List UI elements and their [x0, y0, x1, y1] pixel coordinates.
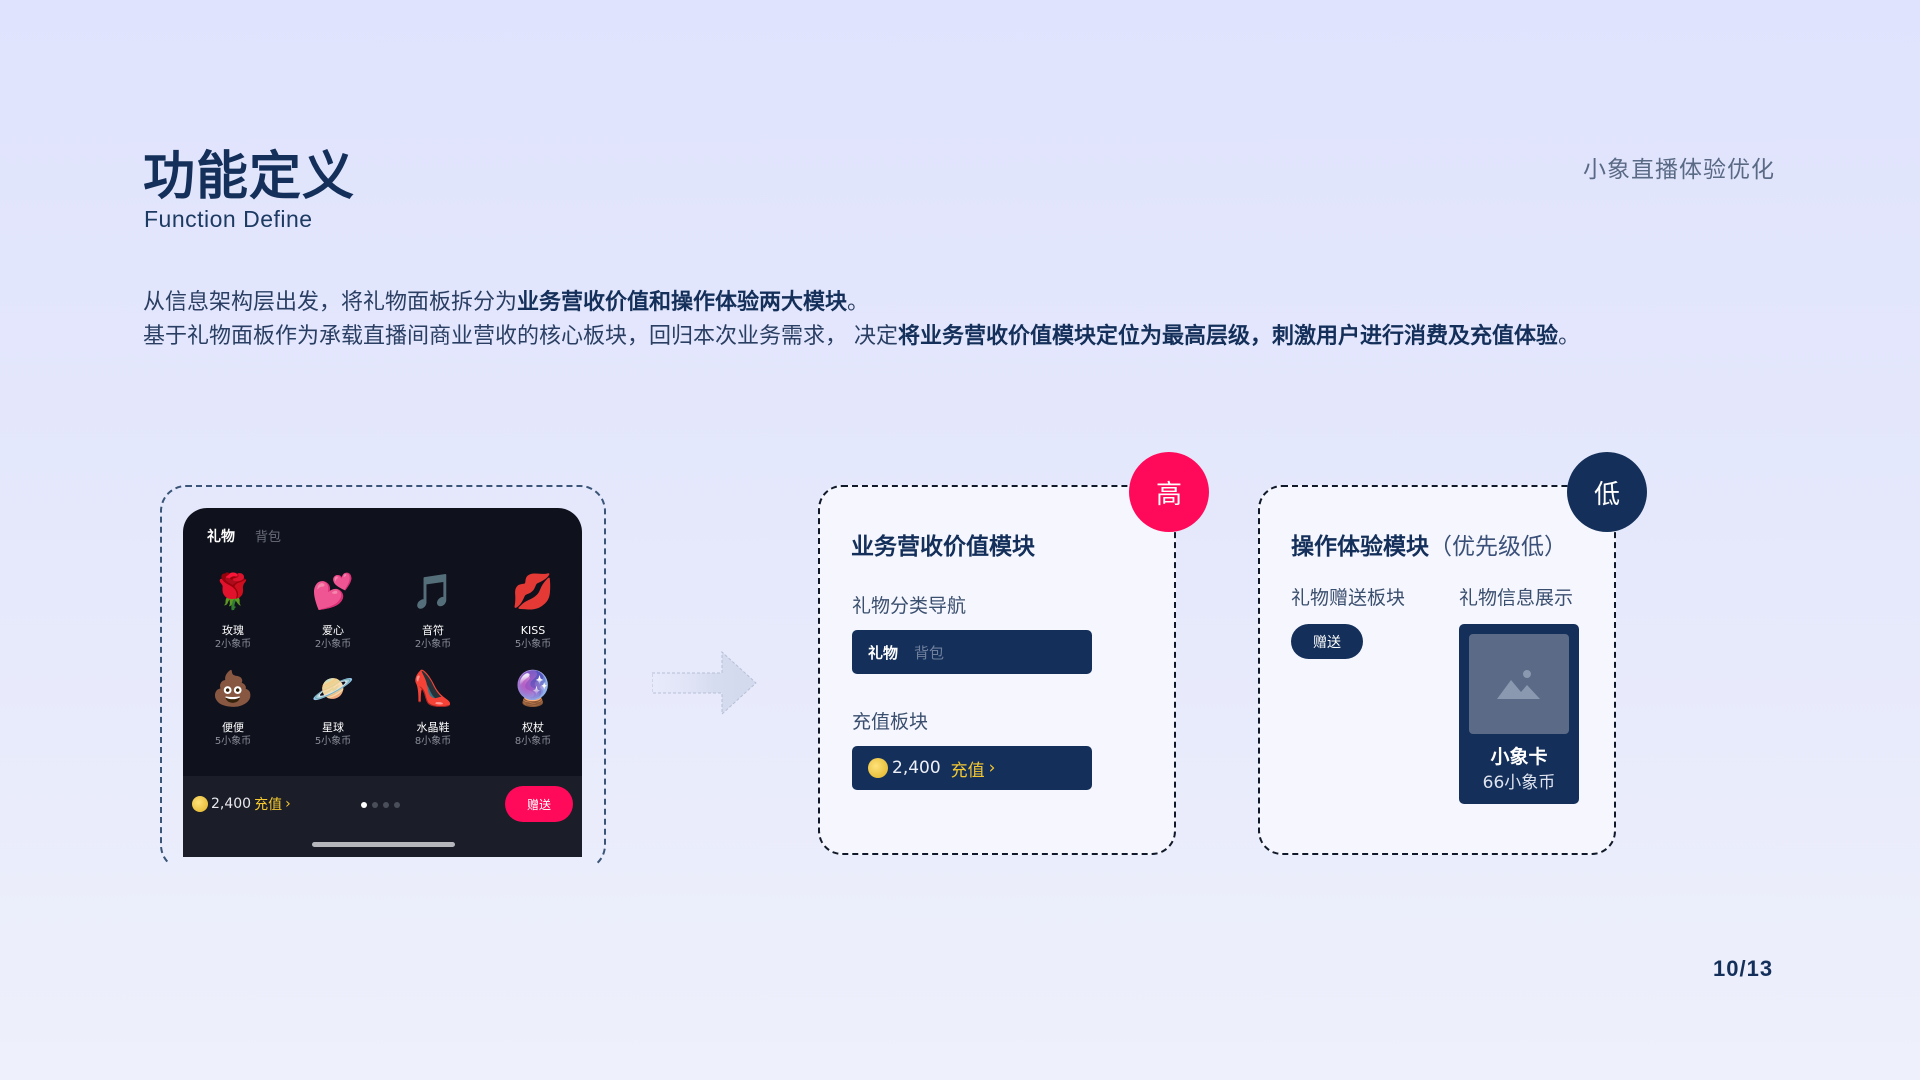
gift-name: 星球	[322, 721, 344, 734]
nav-tab-gift[interactable]: 礼物	[868, 643, 899, 662]
coin-icon	[868, 758, 888, 778]
planet-icon: 🪐	[311, 669, 355, 709]
intro-line1-end: 。	[847, 290, 870, 315]
gift-info-name: 小象卡	[1490, 746, 1548, 768]
gift-price: 5小象币	[314, 736, 352, 747]
tab-gift[interactable]: 礼物	[207, 529, 235, 545]
page-indicator	[361, 802, 400, 808]
gift-item-hearts[interactable]: 💕 爱心 2小象币	[283, 568, 383, 651]
gift-price: 8小象币	[414, 736, 452, 747]
intro-line1-text: 从信息架构层出发，将礼物面板拆分为	[143, 290, 518, 315]
hearts-icon: 💕	[311, 572, 355, 612]
page-dot[interactable]	[394, 802, 400, 808]
operation-module-card: 操作体验模块（优先级低） 礼物赠送板块 赠送 礼物信息展示 小象卡 66小象币	[1258, 485, 1616, 855]
priority-low-badge: 低	[1567, 452, 1647, 532]
chevron-right-icon: ›	[285, 796, 291, 812]
gift-nav-label: 礼物分类导航	[852, 595, 967, 617]
gift-price: 2小象币	[214, 639, 252, 650]
operation-module-title: 操作体验模块（优先级低）	[1291, 527, 1567, 561]
gift-info-card: 小象卡 66小象币	[1459, 624, 1579, 804]
intro-paragraph: 从信息架构层出发，将礼物面板拆分为业务营收价值和操作体验两大模块。 基于礼物面板…	[143, 286, 1583, 354]
gift-price: 2小象币	[414, 639, 452, 650]
mountain-image-icon	[1497, 670, 1540, 699]
operation-module-title-text: 操作体验模块	[1291, 534, 1429, 560]
info-section-label: 礼物信息展示	[1459, 587, 1574, 609]
page-dot[interactable]	[372, 802, 378, 808]
recharge-label: 充值	[950, 760, 985, 781]
priority-high-badge: 高	[1129, 452, 1209, 532]
gift-name: 爱心	[322, 624, 344, 637]
image-placeholder-icon	[1469, 634, 1569, 734]
gift-info-price: 66小象币	[1482, 773, 1556, 793]
page-number: 10/13	[1713, 956, 1774, 981]
lips-icon: 💋	[511, 572, 555, 612]
gift-price: 5小象币	[214, 736, 252, 747]
nav-tab-backpack[interactable]: 背包	[914, 643, 945, 662]
home-indicator	[312, 842, 455, 847]
gift-item-scepter[interactable]: 🔮 权杖 8小象币	[483, 665, 582, 748]
page-subtitle-en: Function Define	[144, 206, 313, 232]
coin-balance: 2,400	[211, 796, 252, 812]
gift-name: 权杖	[522, 721, 544, 734]
coin-icon	[192, 796, 208, 812]
gift-item-poop[interactable]: 💩 便便 5小象币	[183, 665, 283, 748]
intro-line2-text: 基于礼物面板作为承载直播间商业营收的核心板块，回归本次业务需求， 决定	[143, 324, 898, 349]
recharge-section-label: 充值板块	[852, 711, 929, 733]
glass-slipper-icon: 👠	[411, 669, 455, 709]
coin-balance: 2,400	[892, 758, 941, 778]
gift-panel-mockup: 礼物 背包 🌹 玫瑰 2小象币 💕 爱心 2小象币 🎵 音符 2小象币 💋 KI…	[183, 508, 582, 857]
page-title: 功能定义	[143, 147, 356, 207]
gift-item-planet[interactable]: 🪐 星球 5小象币	[283, 665, 383, 748]
gift-item-slipper[interactable]: 👠 水晶鞋 8小象币	[383, 665, 483, 748]
gift-name: 音符	[422, 624, 444, 637]
gift-panel-tabs: 礼物 背包	[207, 526, 281, 546]
priority-note: （优先级低）	[1429, 534, 1567, 560]
deck-name: 小象直播体验优化	[1583, 157, 1775, 183]
gift-item-music[interactable]: 🎵 音符 2小象币	[383, 568, 483, 651]
gift-panel-bottom-bar: 2,400 充值 › 赠送	[183, 776, 582, 857]
intro-line2-emphasis: 将业务营收价值模块定位为最高层级，刺激用户进行消费及充值体验	[898, 324, 1559, 349]
page-dot[interactable]	[383, 802, 389, 808]
page-dot-active[interactable]	[361, 802, 367, 808]
phone-dashed-frame	[160, 485, 606, 871]
gift-price: 8小象币	[514, 736, 552, 747]
send-section-label: 礼物赠送板块	[1291, 587, 1406, 609]
revenue-module-card: 业务营收价值模块 礼物分类导航 礼物 背包 充值板块 2,400 充值 ›	[818, 485, 1176, 855]
gift-grid: 🌹 玫瑰 2小象币 💕 爱心 2小象币 🎵 音符 2小象币 💋 KISS 5小象…	[183, 568, 582, 748]
rose-icon: 🌹	[211, 572, 255, 612]
revenue-module-title: 业务营收价值模块	[851, 534, 1035, 560]
poop-icon: 💩	[211, 669, 255, 709]
chevron-right-icon: ›	[988, 758, 996, 778]
tab-backpack[interactable]: 背包	[255, 530, 282, 545]
send-gift-button[interactable]: 赠送	[505, 786, 573, 822]
gift-name: 水晶鞋	[416, 721, 450, 734]
recharge-bar[interactable]: 2,400 充值 ›	[852, 746, 1092, 790]
arrow-right-icon	[652, 650, 757, 716]
intro-line2-end: 。	[1558, 324, 1581, 349]
intro-line1-emphasis: 业务营收价值和操作体验两大模块	[517, 290, 848, 315]
send-button[interactable]: 赠送	[1291, 624, 1363, 659]
gift-item-kiss[interactable]: 💋 KISS 5小象币	[483, 568, 582, 651]
gift-name: 玫瑰	[222, 624, 244, 637]
gift-name: KISS	[520, 624, 546, 637]
recharge-entry[interactable]: 2,400 充值 ›	[192, 794, 291, 814]
scepter-icon: 🔮	[511, 669, 555, 709]
gift-price: 2小象币	[314, 639, 352, 650]
gift-name: 便便	[222, 721, 244, 734]
gift-item-rose[interactable]: 🌹 玫瑰 2小象币	[183, 568, 283, 651]
gift-category-nav: 礼物 背包	[852, 630, 1092, 674]
recharge-label: 充值	[254, 797, 283, 813]
music-note-icon: 🎵	[411, 572, 455, 612]
gift-price: 5小象币	[514, 639, 552, 650]
